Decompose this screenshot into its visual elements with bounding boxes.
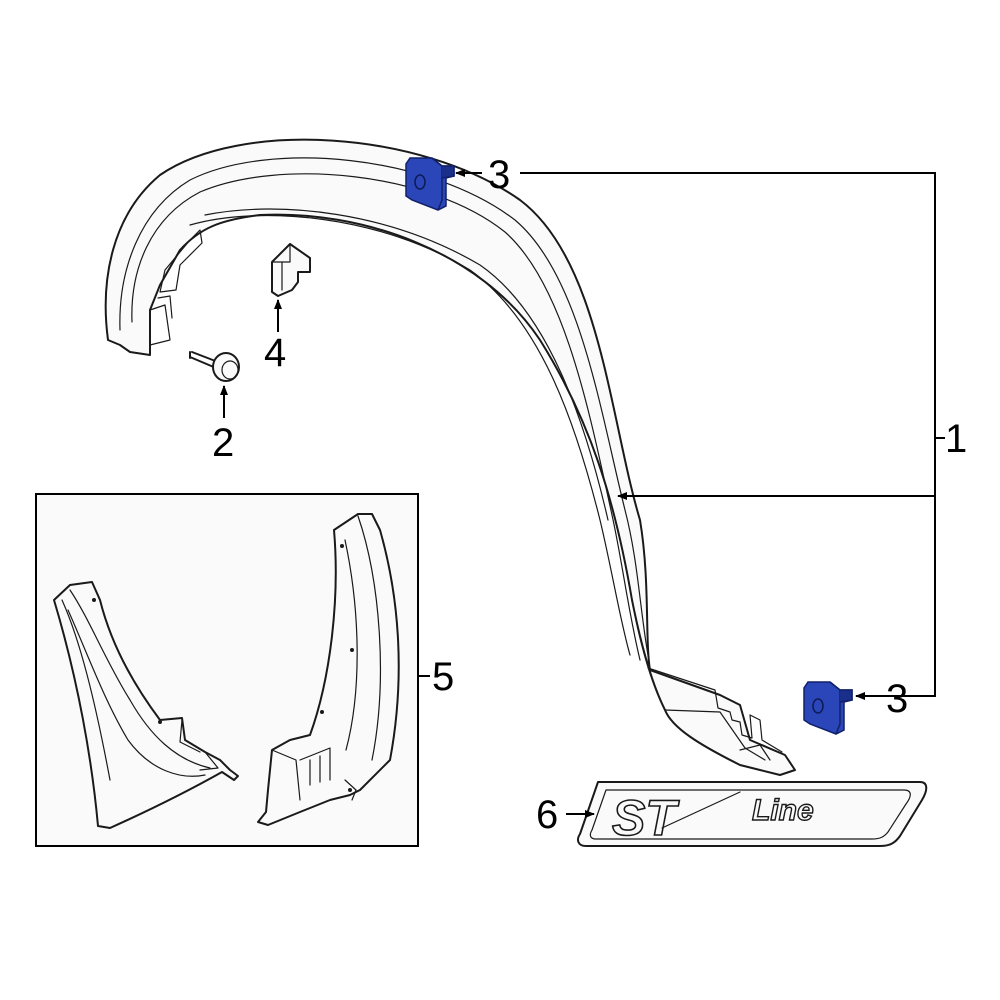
wheel-arch-molding[interactable] [104,138,796,776]
retainer-clip[interactable] [271,243,311,297]
st-line-emblem[interactable]: ST Line [577,781,928,847]
callout-6: 6 [536,793,558,837]
mud-flap-right[interactable] [257,513,400,826]
callout-1: 1 [945,417,967,461]
blue-clip-upper[interactable] [405,157,455,211]
emblem-st-text: ST [612,790,680,846]
leader-lines [220,169,945,818]
mud-flap-left[interactable] [53,581,239,829]
push-pin-rivet[interactable] [189,351,240,382]
callout-4: 4 [264,331,286,375]
callout-2: 2 [212,421,234,465]
blue-clip-lower[interactable] [803,681,853,735]
emblem-line-text: Line [752,794,814,827]
callout-3-lower: 3 [886,677,908,721]
callout-5: 5 [432,655,454,699]
callout-3-upper: 3 [488,153,510,197]
